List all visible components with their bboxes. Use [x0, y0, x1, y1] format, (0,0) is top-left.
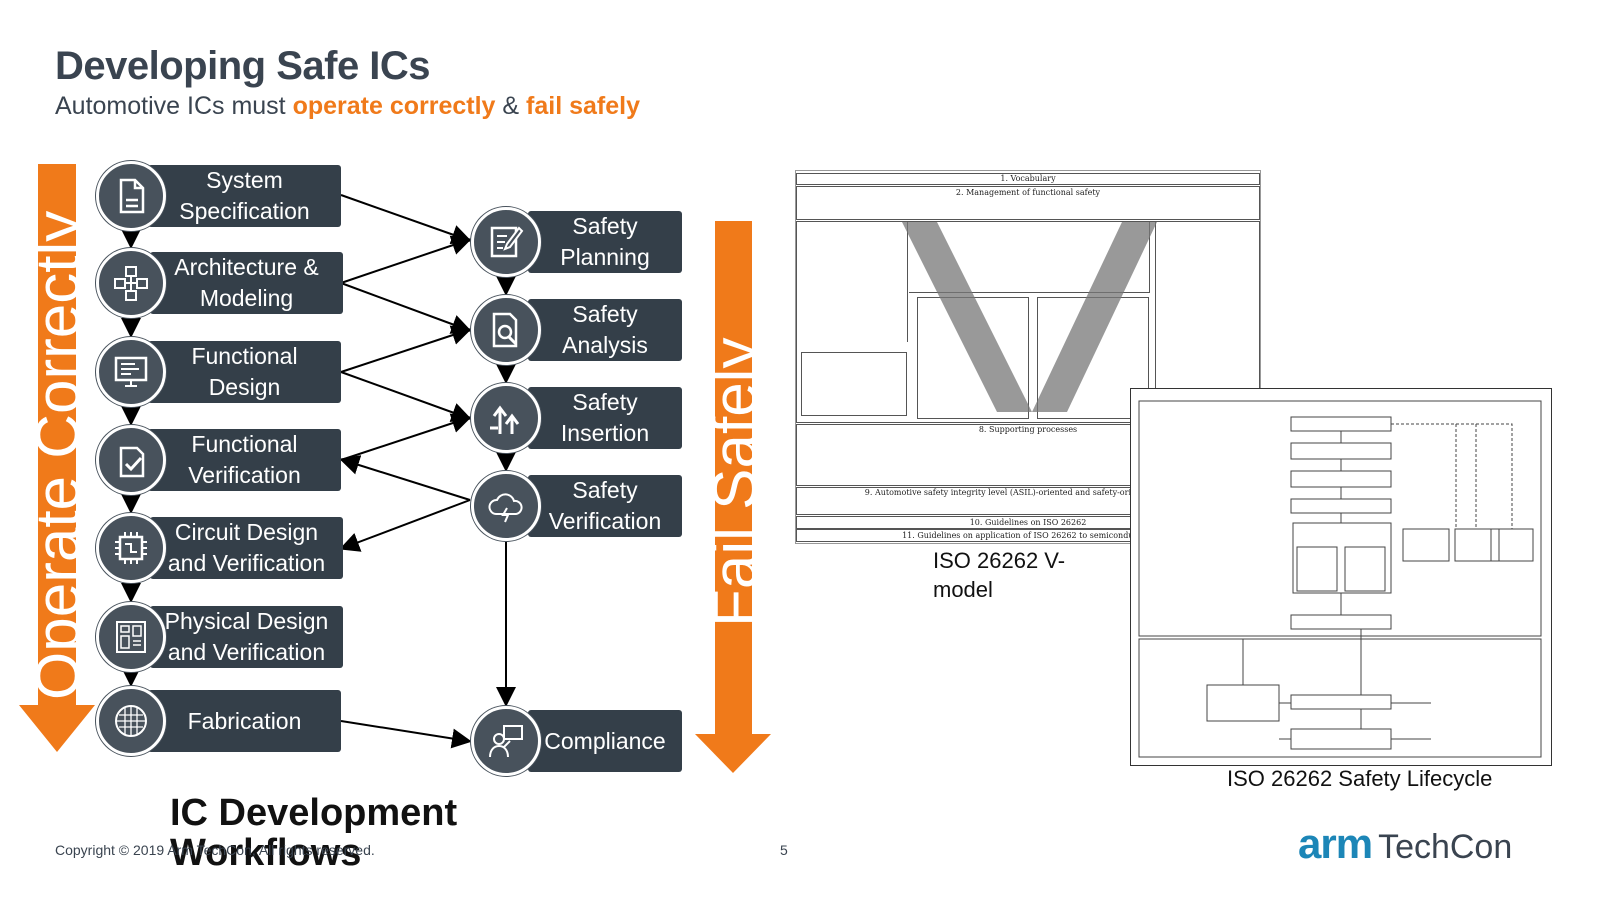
presenter-icon	[471, 706, 541, 776]
cross-arrow	[339, 455, 471, 501]
wafer-icon	[96, 686, 166, 756]
footer-copyright: Copyright © 2019 Arm TechCon, All rights…	[55, 842, 375, 858]
cross-arrow	[340, 371, 472, 422]
vmodel-row: 1. Vocabulary	[796, 173, 1260, 185]
cross-arrow	[340, 235, 472, 284]
block-diagram-icon	[96, 248, 166, 318]
iso-lifecycle-figure	[1130, 388, 1552, 766]
fail-safely-label: Fail Safely	[701, 337, 770, 627]
operate-correctly-arrow	[19, 164, 95, 752]
cross-arrow	[340, 282, 472, 334]
safety-step-compliance: Compliance	[528, 710, 682, 772]
lifecycle-caption: ISO 26262 Safety Lifecycle	[1227, 766, 1493, 791]
ic-step-functional-design: Functional Design	[148, 341, 341, 403]
safety-step-safety-planning: Safety Planning	[528, 211, 682, 273]
chip-icon	[96, 513, 166, 583]
logo-arm: arm	[1298, 820, 1373, 867]
arrows-icon	[471, 383, 541, 453]
subtitle-operate-correctly: operate correctly	[292, 92, 496, 120]
operate-correctly-label: Operate Correctly	[24, 210, 93, 700]
cross-arrow	[340, 194, 472, 245]
cross-arrow	[340, 325, 472, 373]
document-icon	[96, 161, 166, 231]
subtitle-and: &	[495, 92, 527, 120]
safety-step-safety-analysis: Safety Analysis	[528, 299, 682, 361]
checklist-icon	[96, 425, 166, 495]
ic-step-circuit-design-and-verification: Circuit Design and Verification	[150, 517, 343, 579]
ic-step-architecture-and-modeling: Architecture & Modeling	[150, 252, 343, 314]
fail-safely-arrow	[695, 221, 771, 773]
cross-arrow	[339, 499, 471, 552]
magnifier-doc-icon	[471, 295, 541, 365]
vmodel-core	[796, 221, 1260, 423]
safety-step-safety-insertion: Safety Insertion	[528, 387, 682, 449]
cross-arrow	[340, 720, 472, 749]
pencil-note-icon	[471, 207, 541, 277]
logo-techcon: TechCon	[1378, 828, 1513, 866]
layout-icon	[96, 602, 166, 672]
workflow-connectors	[121, 194, 516, 749]
ic-step-fabrication: Fabrication	[148, 690, 341, 752]
safety-step-safety-verification: Safety Verification	[528, 475, 682, 537]
subtitle-fail-safely: fail safely	[526, 92, 640, 120]
vmodel-caption: ISO 26262 V- model	[933, 548, 1066, 602]
ic-step-system-specification: System Specification	[148, 165, 341, 227]
monitor-icon	[96, 337, 166, 407]
cross-arrow	[340, 413, 472, 461]
ic-step-functional-verification: Functional Verification	[148, 429, 341, 491]
ic-step-physical-design-and-verification: Physical Design and Verification	[150, 606, 343, 668]
vmodel-row: 2. Management of functional safety	[796, 186, 1260, 220]
workflow-caption: IC Development Workflows	[170, 792, 458, 874]
slide-title: Developing Safe ICs	[55, 44, 431, 88]
page-number: 5	[780, 842, 788, 858]
subtitle-prefix: Automotive ICs must	[55, 92, 293, 120]
cloud-bolt-icon	[471, 471, 541, 541]
slide-subtitle: Automotive ICs must operate correctly & …	[55, 92, 640, 121]
